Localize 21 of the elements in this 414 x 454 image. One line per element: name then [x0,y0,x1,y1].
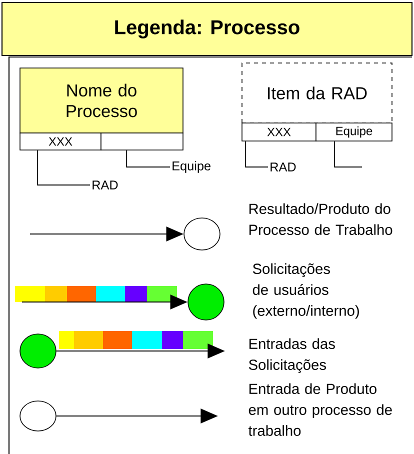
circle-symbol [20,334,56,368]
team-cell: XXX [242,122,316,142]
description-text: Resultado/Produto do Processo de Trabalho [249,203,392,235]
leader-line [245,140,268,168]
description-text: Solicitações de usuários (externo/interno) [252,263,359,319]
leader-label: RAD [270,162,296,172]
leader-line [126,150,170,168]
description-text: Entrada de Produto em outro processo de trabalho [248,383,392,436]
team-cell: XXX [20,132,102,150]
circle-symbol [184,218,220,250]
process-box: Nome do Processo [20,68,184,134]
leader-label: RAD [92,180,118,190]
leader-label: Equipe [172,161,210,173]
leader-line [334,140,362,168]
team-cell: Equipe [316,122,392,142]
team-cell [100,132,184,150]
leader-line [37,150,90,186]
circle-symbol [20,400,56,432]
circle-symbol [188,284,224,320]
title-banner: Legenda: Processo [1,2,413,56]
description-text: Entradas das Solicitações [248,338,335,373]
